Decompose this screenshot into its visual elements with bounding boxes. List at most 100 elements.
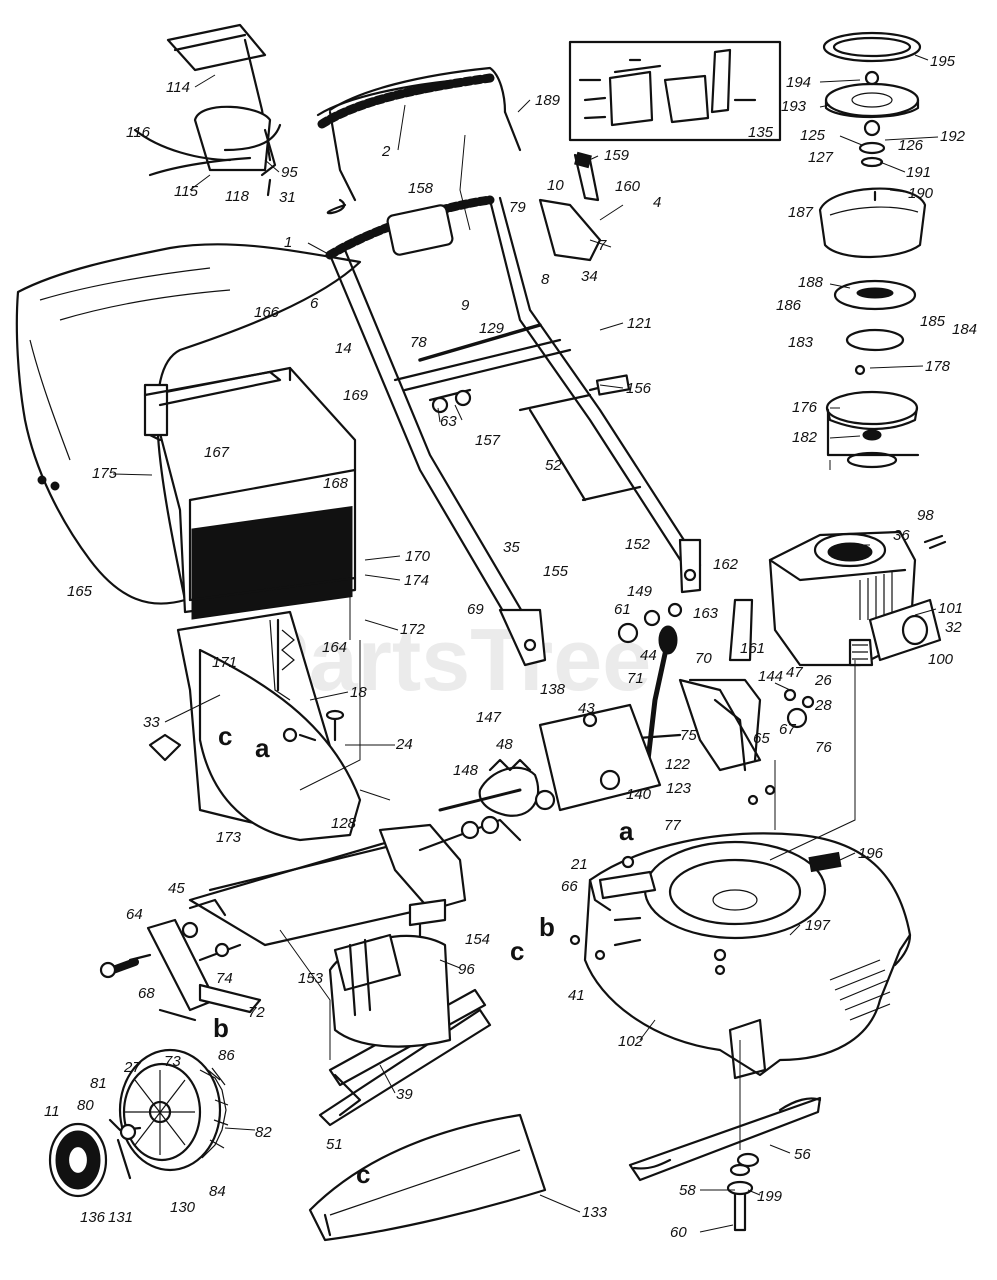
part-label: 162 bbox=[713, 556, 739, 573]
part-label: 121 bbox=[627, 315, 652, 332]
part-label: 170 bbox=[405, 548, 431, 565]
part-label: 194 bbox=[786, 74, 811, 91]
mower-deck bbox=[583, 832, 912, 1080]
part-label: 69 bbox=[467, 601, 484, 618]
part-label: 66 bbox=[561, 878, 578, 895]
part-label: 165 bbox=[67, 583, 93, 600]
part-label: 199 bbox=[757, 1188, 783, 1205]
part-label: 160 bbox=[615, 178, 641, 195]
marker-c: c bbox=[356, 1159, 370, 1189]
part-label: 195 bbox=[930, 53, 956, 70]
part-label: 36 bbox=[893, 527, 910, 544]
part-label: 140 bbox=[626, 786, 652, 803]
watermark-text: PartsTree bbox=[250, 610, 651, 709]
part-label: 82 bbox=[255, 1124, 272, 1141]
part-label: 174 bbox=[404, 572, 429, 589]
part-label: 147 bbox=[476, 709, 502, 726]
part-label: 73 bbox=[164, 1053, 181, 1070]
part-label: 41 bbox=[568, 987, 585, 1004]
blade bbox=[628, 1096, 822, 1232]
part-label: 158 bbox=[408, 180, 434, 197]
rear-frame bbox=[188, 815, 522, 972]
part-label: 68 bbox=[138, 985, 155, 1002]
part-label: 182 bbox=[792, 429, 818, 446]
part-label: 26 bbox=[814, 672, 832, 689]
part-label: 14 bbox=[335, 340, 352, 357]
marker-c: c bbox=[218, 721, 232, 751]
part-label: 171 bbox=[212, 654, 237, 671]
lower-handle-brackets bbox=[498, 538, 702, 667]
part-label: 114 bbox=[166, 79, 190, 96]
part-label: 115 bbox=[174, 183, 199, 200]
part-label: 21 bbox=[570, 856, 588, 873]
part-label: 127 bbox=[808, 149, 834, 166]
wheel bbox=[118, 1048, 229, 1172]
part-label: 81 bbox=[90, 1075, 107, 1092]
part-label: 197 bbox=[805, 917, 831, 934]
part-label: 159 bbox=[604, 147, 630, 164]
engine bbox=[768, 530, 947, 667]
part-label: 178 bbox=[925, 358, 951, 375]
part-label: 56 bbox=[794, 1146, 811, 1163]
part-label: 183 bbox=[788, 334, 814, 351]
part-label: 47 bbox=[786, 664, 803, 681]
part-label: 157 bbox=[475, 432, 501, 449]
part-label: 52 bbox=[545, 457, 562, 474]
starter-assembly bbox=[818, 31, 927, 469]
leader-lines bbox=[112, 54, 939, 1233]
part-label: 64 bbox=[126, 906, 143, 923]
part-label: 78 bbox=[410, 334, 427, 351]
part-label: 34 bbox=[581, 268, 598, 285]
part-label: 155 bbox=[543, 563, 569, 580]
part-label: 193 bbox=[781, 98, 807, 115]
part-label: 153 bbox=[298, 970, 324, 987]
part-label: 156 bbox=[626, 380, 652, 397]
part-label: 18 bbox=[350, 684, 367, 701]
part-label: 51 bbox=[326, 1136, 343, 1153]
part-label: 190 bbox=[908, 185, 934, 202]
part-label: 175 bbox=[92, 465, 118, 482]
upper-handle bbox=[316, 66, 522, 215]
part-label: 152 bbox=[625, 536, 651, 553]
part-label: 192 bbox=[940, 128, 966, 145]
part-label: 2 bbox=[381, 143, 391, 160]
part-label: 186 bbox=[776, 297, 802, 314]
part-label: 67 bbox=[779, 721, 796, 738]
letter-markers: c a b a c b c bbox=[213, 721, 634, 1189]
part-label: 7 bbox=[598, 237, 607, 254]
part-label: 100 bbox=[928, 651, 954, 668]
part-label: 72 bbox=[248, 1004, 265, 1021]
part-label: 163 bbox=[693, 605, 719, 622]
part-label: 131 bbox=[108, 1209, 133, 1226]
part-label: 10 bbox=[547, 177, 564, 194]
part-label: 58 bbox=[679, 1182, 696, 1199]
part-label: 133 bbox=[582, 1204, 608, 1221]
part-label: 173 bbox=[216, 829, 242, 846]
part-label: 116 bbox=[126, 124, 151, 141]
marker-b: b bbox=[539, 912, 555, 942]
assembly-guides bbox=[279, 134, 856, 1150]
part-label: 63 bbox=[440, 413, 457, 430]
part-label: 6 bbox=[310, 295, 319, 312]
part-label: 161 bbox=[740, 640, 765, 657]
part-label: 126 bbox=[898, 137, 924, 154]
part-label: 136 bbox=[80, 1209, 106, 1226]
part-labels: 114 116 115 118 95 31 2 189 1 6 14 158 7… bbox=[44, 53, 977, 1241]
part-label: 164 bbox=[322, 639, 347, 656]
part-label: 166 bbox=[254, 304, 280, 321]
part-label: 48 bbox=[496, 736, 513, 753]
part-label: 95 bbox=[281, 164, 298, 181]
part-label: 102 bbox=[618, 1033, 644, 1050]
part-label: 74 bbox=[216, 970, 233, 987]
part-label: 130 bbox=[170, 1199, 196, 1216]
part-label: 31 bbox=[279, 189, 296, 206]
throttle-bracket bbox=[678, 598, 815, 772]
drive-lever bbox=[608, 602, 683, 763]
part-label: 184 bbox=[952, 321, 977, 338]
part-label: 196 bbox=[858, 845, 884, 862]
part-label: 144 bbox=[758, 668, 783, 685]
part-label: 122 bbox=[665, 756, 691, 773]
discharge-chute bbox=[308, 1113, 547, 1242]
part-label: 168 bbox=[323, 475, 349, 492]
hubcap bbox=[48, 1118, 142, 1198]
